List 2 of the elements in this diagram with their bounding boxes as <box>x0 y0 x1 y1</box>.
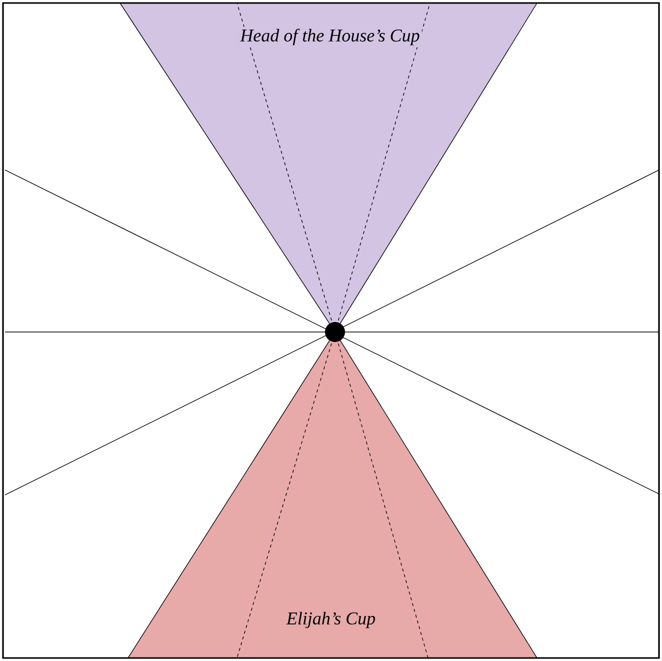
cone-region: Elijah’s Cup <box>128 332 538 658</box>
cone-region: Head of the House’s Cup <box>120 2 538 332</box>
